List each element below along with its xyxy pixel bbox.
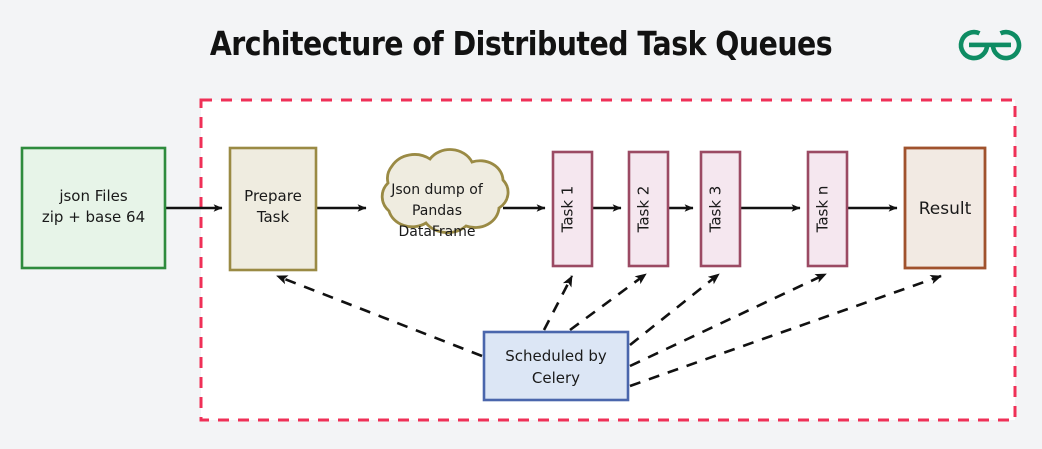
json-files-label-2: zip + base 64	[42, 208, 145, 226]
geeksforgeeks-logo	[958, 29, 1022, 61]
edge-celery-to-task1	[542, 275, 574, 331]
scheduler-edges	[276, 272, 942, 388]
edge-celery-to-prepare	[276, 274, 483, 358]
json-files-label-1: json Files	[58, 187, 128, 205]
node-task-2[interactable]: Task 2	[627, 150, 670, 268]
prepare-task-label-2: Task	[256, 208, 290, 226]
cloud-label-2: Pandas	[412, 203, 462, 219]
celery-label-1: Scheduled by	[505, 347, 607, 365]
task-3-label: Task 3	[707, 186, 725, 234]
celery-boundary	[199, 98, 1017, 422]
task-1-label: Task 1	[559, 186, 577, 234]
node-task-n[interactable]: Task n	[806, 150, 849, 268]
task-2-label: Task 2	[635, 186, 653, 234]
task-2-box[interactable]	[627, 150, 670, 268]
edge-celery-to-taskn	[629, 272, 827, 368]
node-json-dump-cloud[interactable]: Json dump of Pandas DataFrame	[380, 148, 510, 240]
task-1-box[interactable]	[551, 150, 594, 268]
node-result[interactable]: Result	[903, 146, 987, 270]
cloud-label-1: Json dump of	[390, 182, 484, 198]
node-scheduled-by-celery[interactable]: Scheduled by Celery	[482, 330, 630, 402]
json-files-box[interactable]	[20, 146, 167, 270]
node-prepare-task[interactable]: Prepare Task	[228, 146, 318, 272]
prepare-task-box[interactable]	[228, 146, 318, 272]
edge-celery-to-task2	[569, 272, 647, 332]
celery-box[interactable]	[482, 330, 630, 402]
edge-celery-to-result	[629, 274, 942, 388]
task-3-box[interactable]	[699, 150, 742, 268]
celery-label-2: Celery	[532, 369, 580, 387]
result-box[interactable]	[903, 146, 987, 270]
page-title: Architecture of Distributed Task Queues	[209, 24, 833, 63]
result-label: Result	[919, 199, 972, 219]
node-task-3[interactable]: Task 3	[699, 150, 742, 268]
task-n-label: Task n	[814, 186, 832, 234]
node-task-1[interactable]: Task 1	[551, 150, 594, 268]
cloud-shape[interactable]	[380, 148, 510, 234]
task-n-box[interactable]	[806, 150, 849, 268]
cloud-label-3: DataFrame	[398, 224, 475, 240]
prepare-task-label-1: Prepare	[244, 187, 302, 205]
node-json-files[interactable]: json Files zip + base 64	[20, 146, 167, 270]
